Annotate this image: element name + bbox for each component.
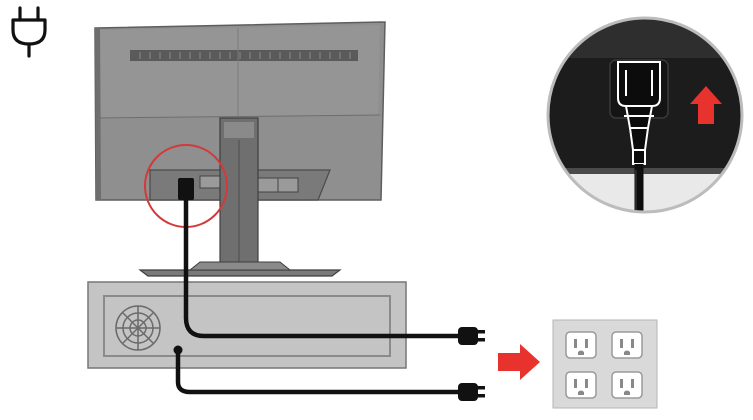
computer-case — [87, 281, 407, 369]
monitor-power-cable — [178, 178, 485, 345]
outlet-socket — [565, 371, 597, 399]
outlet-socket — [611, 331, 643, 359]
outlet-socket — [565, 331, 597, 359]
monitor-cable-plug — [458, 327, 485, 345]
red-arrow-right-icon — [498, 344, 540, 380]
computer-power-cable — [173, 345, 485, 401]
fan-grill — [115, 305, 161, 351]
monitor-vent-strip — [130, 50, 358, 61]
red-arrow-up-icon — [690, 86, 722, 124]
wall-outlet — [552, 319, 658, 409]
outlet-socket — [611, 371, 643, 399]
power-plug-icon — [11, 6, 47, 58]
computer-cable-plug — [458, 383, 485, 401]
zoom-inset — [546, 16, 744, 214]
